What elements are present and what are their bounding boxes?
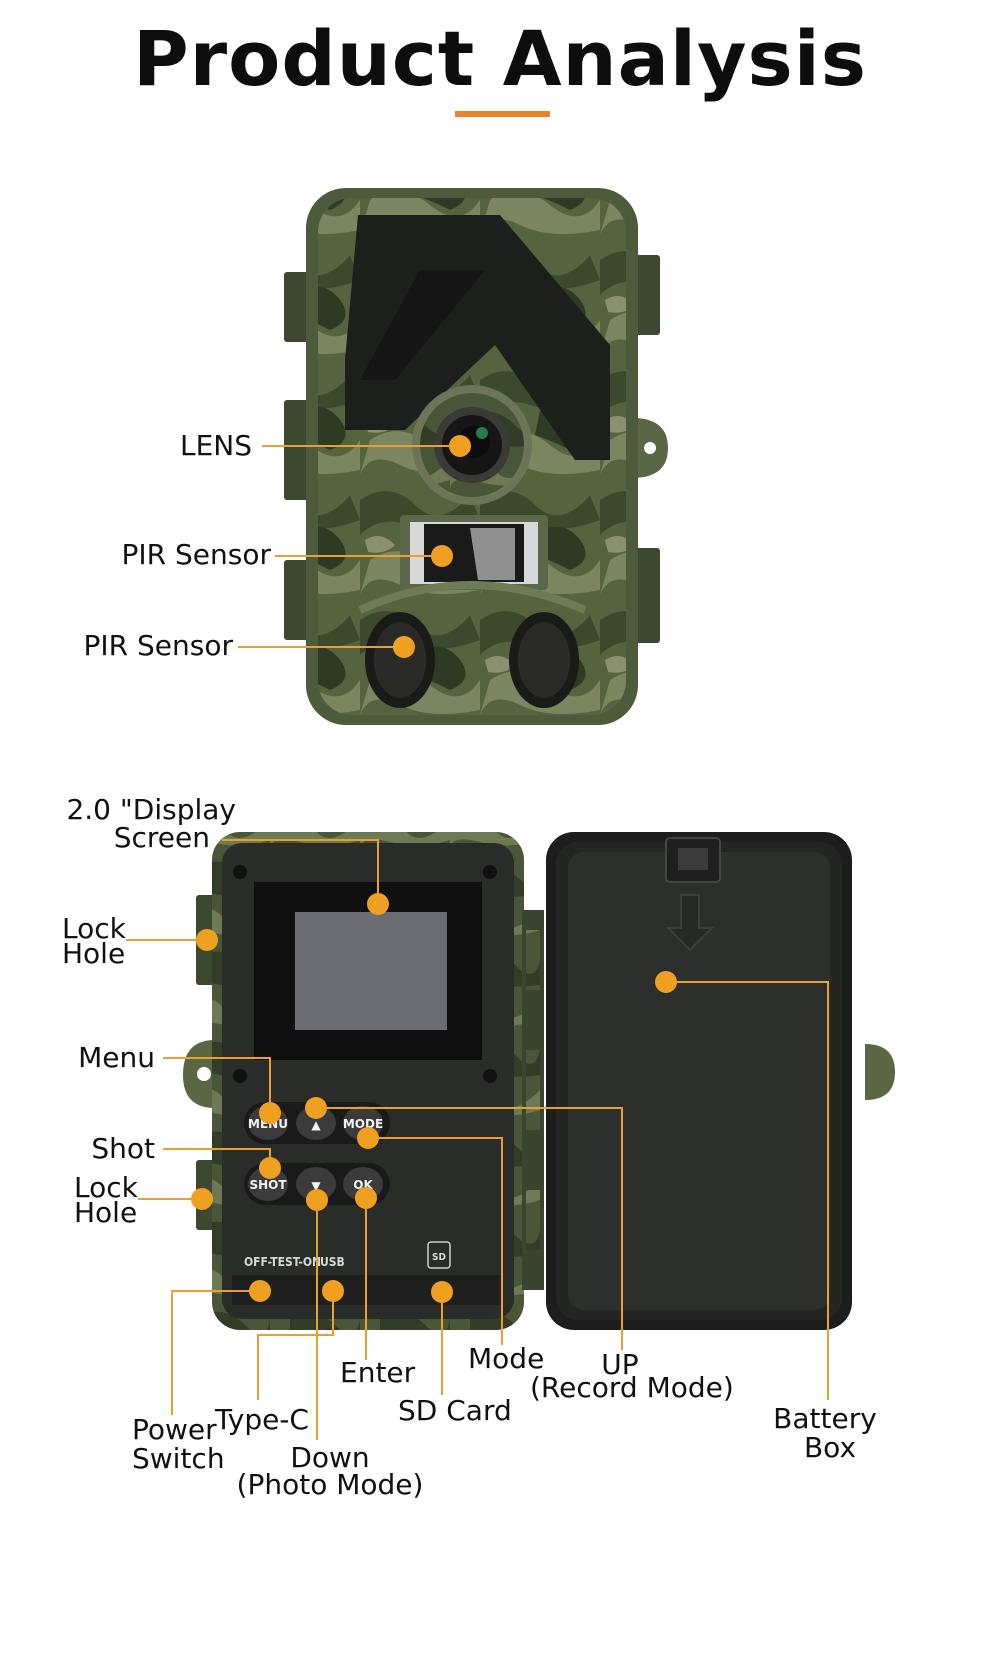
- lock-hole-bottom-label-2: Hole: [74, 1196, 138, 1229]
- down-label-2: (Photo Mode): [236, 1468, 424, 1501]
- mode-marker: [357, 1127, 379, 1149]
- lock-hole-top-marker: [196, 929, 218, 951]
- inside-callouts: [126, 839, 829, 1440]
- up-label-1: UP: [601, 1348, 639, 1381]
- shot-marker: [259, 1157, 281, 1179]
- pir-sensor-marker-1: [431, 545, 453, 567]
- shot-button-text: SHOT: [249, 1178, 287, 1192]
- inside-camera: [183, 832, 895, 1330]
- up-button-text: ▲: [311, 1118, 321, 1132]
- menu-label: Menu: [78, 1041, 155, 1074]
- battery-box-marker: [655, 971, 677, 993]
- lock-hole-top-label-2: Hole: [62, 937, 126, 970]
- mode-button-text: MODE: [343, 1117, 383, 1131]
- sd-card-label: SD Card: [398, 1394, 512, 1427]
- display-label-line1: 2.0 "Display: [66, 793, 236, 826]
- up-label-2: (Record Mode): [530, 1371, 734, 1404]
- battery-box-label-1: Battery: [773, 1402, 877, 1435]
- display-marker: [367, 893, 389, 915]
- power-switch-marker: [249, 1280, 271, 1302]
- shot-label: Shot: [91, 1132, 155, 1165]
- display-label-line2: Screen: [113, 821, 210, 854]
- power-switch-label-2: Switch: [132, 1442, 225, 1475]
- usb-print: USB: [320, 1255, 345, 1269]
- down-button-text: ▼: [311, 1179, 321, 1193]
- switch-print: OFF-TEST-ON: [244, 1255, 321, 1269]
- type-c-label: Type-C: [215, 1403, 309, 1436]
- title-underline: [455, 111, 550, 117]
- lock-hole-top-label-1: Lock: [62, 912, 126, 945]
- down-marker: [306, 1189, 328, 1211]
- sd-card-marker: [431, 1281, 453, 1303]
- pir-sensor-label-1: PIR Sensor: [121, 538, 271, 571]
- power-switch-label-1: Power: [132, 1413, 217, 1446]
- pir-sensor-marker-2: [393, 636, 415, 658]
- lens-label: LENS: [179, 429, 252, 462]
- battery-box-label-2: Box: [803, 1431, 857, 1464]
- enter-label: Enter: [340, 1356, 416, 1389]
- lock-hole-bottom-marker: [191, 1188, 213, 1210]
- type-c-marker: [322, 1280, 344, 1302]
- front-camera: [284, 188, 668, 725]
- lock-hole-bottom-label-1: Lock: [74, 1171, 138, 1204]
- pir-sensor-label-2: PIR Sensor: [83, 629, 233, 662]
- page-title: Product Analysis: [132, 14, 868, 103]
- front-callouts: [238, 445, 460, 648]
- lens-marker: [449, 435, 471, 457]
- sd-print: SD: [432, 1252, 446, 1263]
- menu-marker: [259, 1102, 281, 1124]
- enter-marker: [355, 1187, 377, 1209]
- up-marker: [305, 1097, 327, 1119]
- mode-label: Mode: [468, 1342, 545, 1375]
- down-label-1: Down: [290, 1441, 370, 1474]
